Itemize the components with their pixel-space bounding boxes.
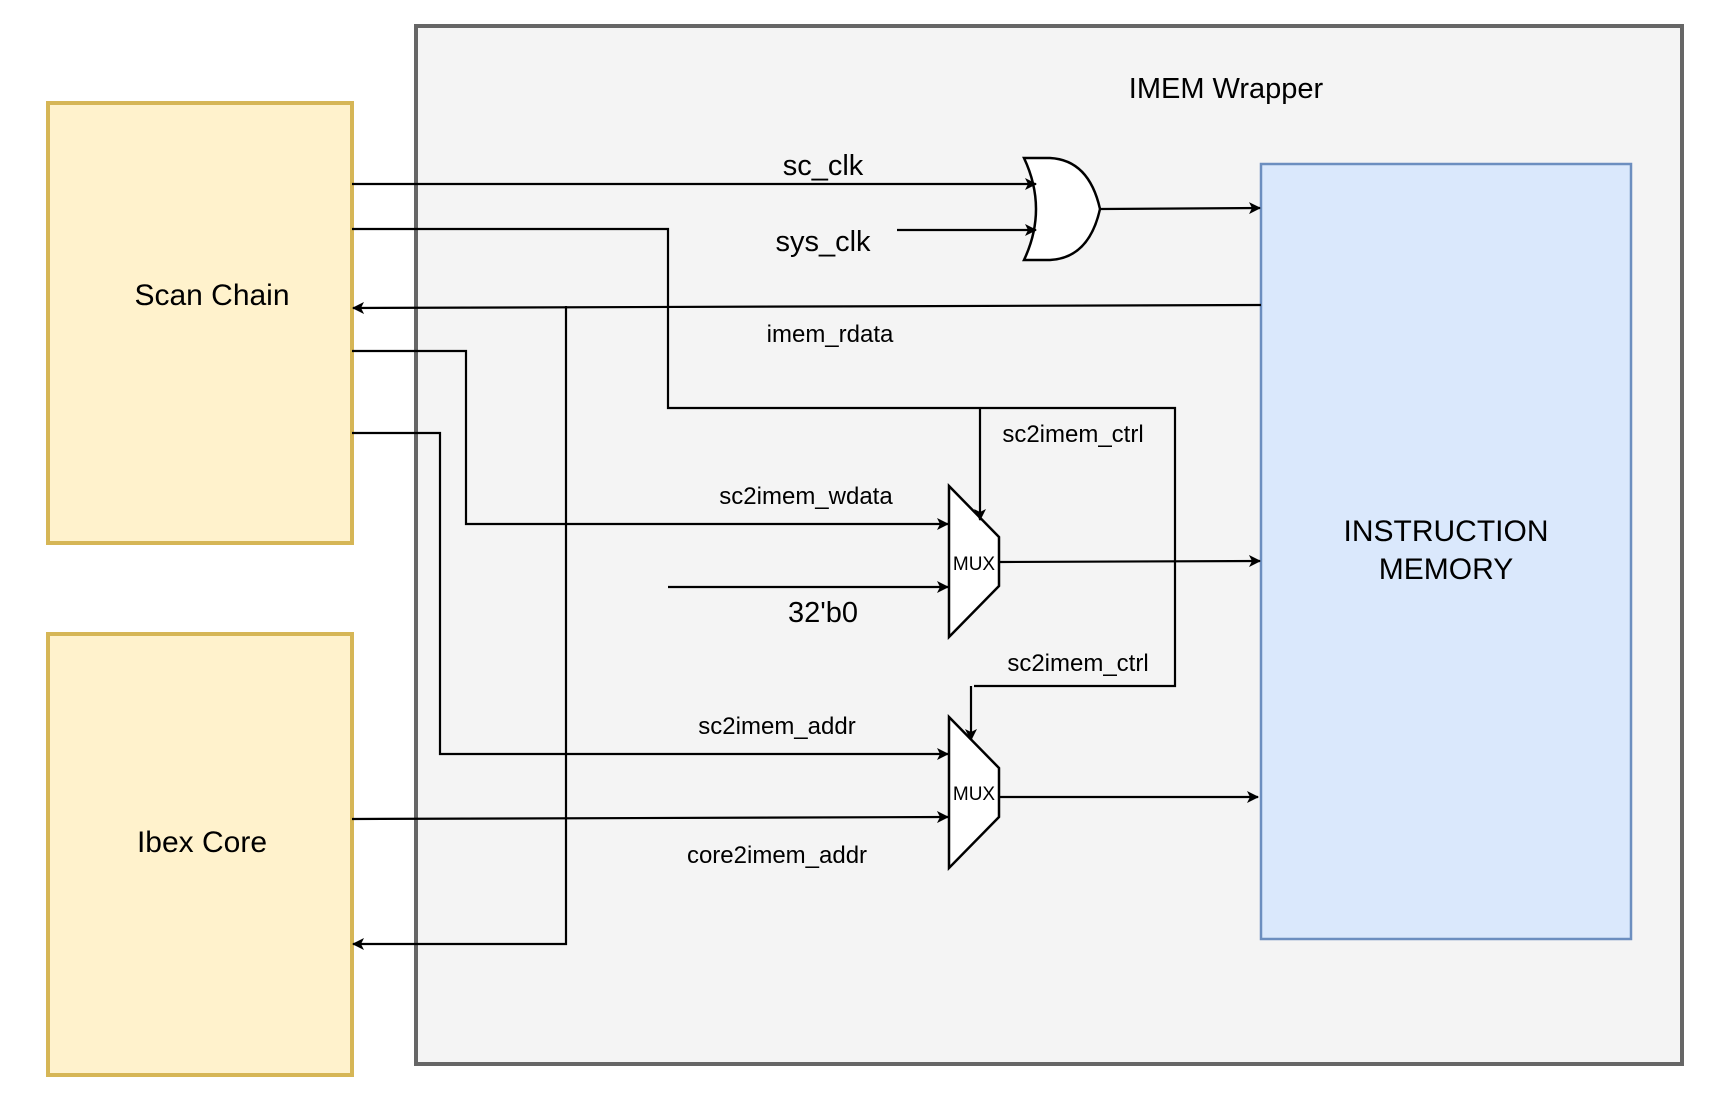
sc2imem-ctrl-bottom-label: sc2imem_ctrl [1007,650,1148,677]
sc2imem-wdata-label: sc2imem_wdata [719,483,893,510]
mux-top-label: MUX [953,554,996,575]
sc2imem-addr-wire [352,431,949,760]
imem-wrapper-title: IMEM Wrapper [1129,73,1324,105]
mux-bottom-label: MUX [953,784,996,805]
clk-out-wire [1099,202,1261,215]
instruction-memory-label-line1: INSTRUCTION [1344,515,1549,548]
ibex-core-label: Ibex Core [137,826,267,859]
imem-rdata-wire-scan [352,301,1262,314]
sc2imem-ctrl-wire [352,227,1177,688]
sys-clk-label: sys_clk [775,226,871,258]
imem-rdata-wire-core [352,306,568,950]
instruction-memory-label-line2: MEMORY [1379,553,1513,586]
ibex-core-block [46,632,354,1077]
scan-chain-block [46,101,354,545]
core2imem-addr-label: core2imem_addr [687,842,867,869]
sc-clk-label: sc_clk [783,150,864,182]
imem-rdata-label: imem_rdata [767,321,894,348]
scan-chain-label: Scan Chain [134,279,289,312]
const-zero-label: 32'b0 [788,597,858,629]
sc2imem-wdata-wire [352,349,949,530]
core2imem-addr-wire [351,811,949,824]
mux-top-out-wire [998,555,1261,568]
sc2imem-ctrl-top-label: sc2imem_ctrl [1002,421,1143,448]
mux-bottom [947,713,1001,872]
instruction-memory-block [1259,162,1633,941]
or-gate [1022,156,1102,262]
sc2imem-addr-label: sc2imem_addr [698,713,855,740]
